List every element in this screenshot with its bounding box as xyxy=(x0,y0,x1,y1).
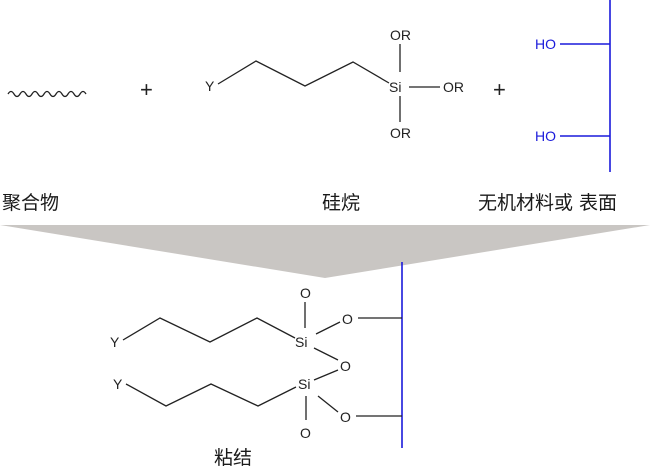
silane-or-top-label: OR xyxy=(390,27,411,43)
product-bond-si1-o-surface xyxy=(315,321,341,335)
surface-ho-label-2: HO xyxy=(535,128,556,144)
caption-inorganic-surface: 无机材料或 表面 xyxy=(478,192,617,214)
product-bond-o-bridge-si2 xyxy=(313,369,339,381)
reaction-funnel-arrow xyxy=(0,225,650,278)
product-o-label-surface-1: O xyxy=(342,311,353,327)
product-o-label-bottom: O xyxy=(300,425,311,441)
inorganic-surface: HO HO xyxy=(535,0,611,172)
plus-sign-2: + xyxy=(493,77,506,102)
product-propyl-chain-2 xyxy=(125,383,297,407)
product-y-group-label-2: Y xyxy=(113,376,123,392)
plus-sign-1: + xyxy=(140,77,153,102)
surface-ho-label-1: HO xyxy=(535,36,556,52)
product-si-label-1: Si xyxy=(295,334,307,350)
polymer-chain-icon xyxy=(7,90,87,98)
product-bond-si2-o-surface xyxy=(317,395,339,413)
caption-polymer: 聚合物 xyxy=(2,192,59,214)
silane-si-label: Si xyxy=(389,79,401,95)
silane-molecule: Y Si OR OR OR xyxy=(205,27,464,141)
silane-propyl-chain xyxy=(217,60,390,87)
caption-bonding: 粘结 xyxy=(214,447,252,469)
bonded-product: Y Si O O O Y Si O O xyxy=(110,262,403,448)
product-y-group-label-1: Y xyxy=(110,334,120,350)
caption-silane: 硅烷 xyxy=(322,192,360,214)
silane-or-right-label: OR xyxy=(443,79,464,95)
product-si-label-2: Si xyxy=(298,376,310,392)
product-o-label-surface-2: O xyxy=(340,409,351,425)
product-o-label-bridge: O xyxy=(340,358,351,374)
product-o-label-top: O xyxy=(300,285,311,301)
product-propyl-chain-1 xyxy=(122,317,296,343)
product-bond-si1-o-bridge xyxy=(313,347,339,361)
silane-y-group-label: Y xyxy=(205,78,215,94)
silane-or-bottom-label: OR xyxy=(390,125,411,141)
